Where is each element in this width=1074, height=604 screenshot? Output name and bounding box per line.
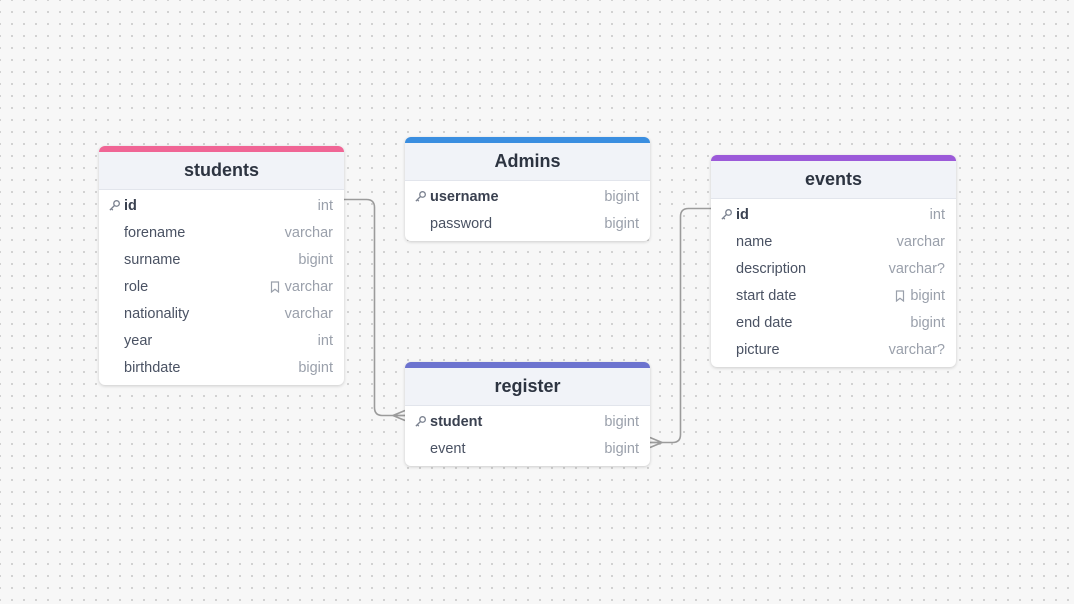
column-row-birthdate[interactable]: birthdate bigint: [99, 354, 344, 381]
crows-foot-marker: [392, 409, 406, 422]
column-type: varchar: [285, 225, 333, 241]
column-type-label: varchar?: [888, 341, 945, 358]
column-type-label: varchar: [896, 233, 945, 250]
column-row-picture[interactable]: picture varchar?: [711, 336, 956, 363]
key-icon: [414, 415, 427, 428]
column-name: description: [736, 260, 807, 277]
column-type-label: bigint: [298, 251, 333, 268]
column-row-forename[interactable]: forename varchar: [99, 219, 344, 246]
column-type: bigint: [910, 315, 945, 331]
column-type-label: int: [317, 332, 333, 349]
table-events-title: events: [711, 161, 956, 199]
column-type: bigint: [298, 252, 333, 268]
table-students[interactable]: students id int forename varchar surname bigi…: [99, 146, 344, 385]
column-type-label: varchar?: [888, 260, 945, 277]
column-row-surname[interactable]: surname bigint: [99, 246, 344, 273]
column-type-label: int: [317, 197, 333, 214]
column-row-student[interactable]: student bigint: [405, 408, 650, 435]
column-row-role[interactable]: role varchar: [99, 273, 344, 300]
column-name: forename: [124, 224, 186, 241]
column-row-password[interactable]: password bigint: [405, 210, 650, 237]
column-type: varchar: [270, 279, 333, 295]
column-row-name[interactable]: name varchar: [711, 228, 956, 255]
column-name: username: [430, 188, 499, 205]
column-name: start date: [736, 287, 797, 304]
column-type: bigint: [604, 441, 639, 457]
column-type: bigint: [895, 288, 945, 304]
column-type-label: bigint: [604, 413, 639, 430]
table-admins-title: Admins: [405, 143, 650, 181]
column-name: picture: [736, 341, 780, 358]
key-icon: [414, 190, 427, 203]
relation-line-students-register[interactable]: [344, 198, 405, 417]
column-type: bigint: [604, 216, 639, 232]
column-type: bigint: [604, 189, 639, 205]
column-row-event[interactable]: event bigint: [405, 435, 650, 462]
crows-foot-marker: [649, 436, 663, 449]
column-name: name: [736, 233, 773, 250]
column-name: role: [124, 278, 149, 295]
column-name: id: [736, 206, 749, 223]
column-type: varchar?: [889, 261, 945, 277]
column-row-nationality[interactable]: nationality varchar: [99, 300, 344, 327]
relation-line-events-register[interactable]: [650, 207, 711, 444]
column-type-label: bigint: [604, 188, 639, 205]
column-type: bigint: [298, 360, 333, 376]
column-name: end date: [736, 314, 793, 331]
column-type: varchar?: [889, 342, 945, 358]
column-type: int: [318, 333, 333, 349]
column-type-label: varchar: [284, 305, 333, 322]
note-icon: [270, 280, 280, 293]
column-type-label: varchar: [284, 224, 333, 241]
column-type: int: [930, 207, 945, 223]
table-students-title: students: [99, 152, 344, 190]
column-row-id[interactable]: id int: [99, 192, 344, 219]
column-row-end-date[interactable]: end date bigint: [711, 309, 956, 336]
column-row-year[interactable]: year int: [99, 327, 344, 354]
column-type-label: bigint: [910, 287, 945, 304]
column-name: student: [430, 413, 483, 430]
column-name: year: [124, 332, 153, 349]
column-name: surname: [124, 251, 181, 268]
table-events-rows: id int name varchar description varchar? start…: [711, 199, 956, 367]
column-type: int: [318, 198, 333, 214]
column-row-start-date[interactable]: start date bigint: [711, 282, 956, 309]
column-row-id[interactable]: id int: [711, 201, 956, 228]
note-icon: [895, 289, 905, 302]
column-name: nationality: [124, 305, 190, 322]
column-row-description[interactable]: description varchar?: [711, 255, 956, 282]
table-admins-rows: username bigint password bigint: [405, 181, 650, 241]
column-row-username[interactable]: username bigint: [405, 183, 650, 210]
table-admins[interactable]: Admins username bigint password bigint: [405, 137, 650, 241]
column-type-label: int: [929, 206, 945, 223]
table-register-title: register: [405, 368, 650, 406]
column-name: birthdate: [124, 359, 181, 376]
table-events[interactable]: events id int name varchar description varcha…: [711, 155, 956, 367]
table-register[interactable]: register student bigint event bigint: [405, 362, 650, 466]
column-type-label: bigint: [604, 440, 639, 457]
key-icon: [720, 208, 733, 221]
key-icon: [108, 199, 121, 212]
column-type-label: bigint: [298, 359, 333, 376]
column-type: bigint: [604, 414, 639, 430]
column-type-label: varchar: [284, 278, 333, 295]
column-type-label: bigint: [604, 215, 639, 232]
column-type: varchar: [897, 234, 945, 250]
column-name: event: [430, 440, 466, 457]
table-register-rows: student bigint event bigint: [405, 406, 650, 466]
column-type-label: bigint: [910, 314, 945, 331]
table-students-rows: id int forename varchar surname bigint role var…: [99, 190, 344, 385]
column-type: varchar: [285, 306, 333, 322]
column-name: id: [124, 197, 137, 214]
column-name: password: [430, 215, 493, 232]
